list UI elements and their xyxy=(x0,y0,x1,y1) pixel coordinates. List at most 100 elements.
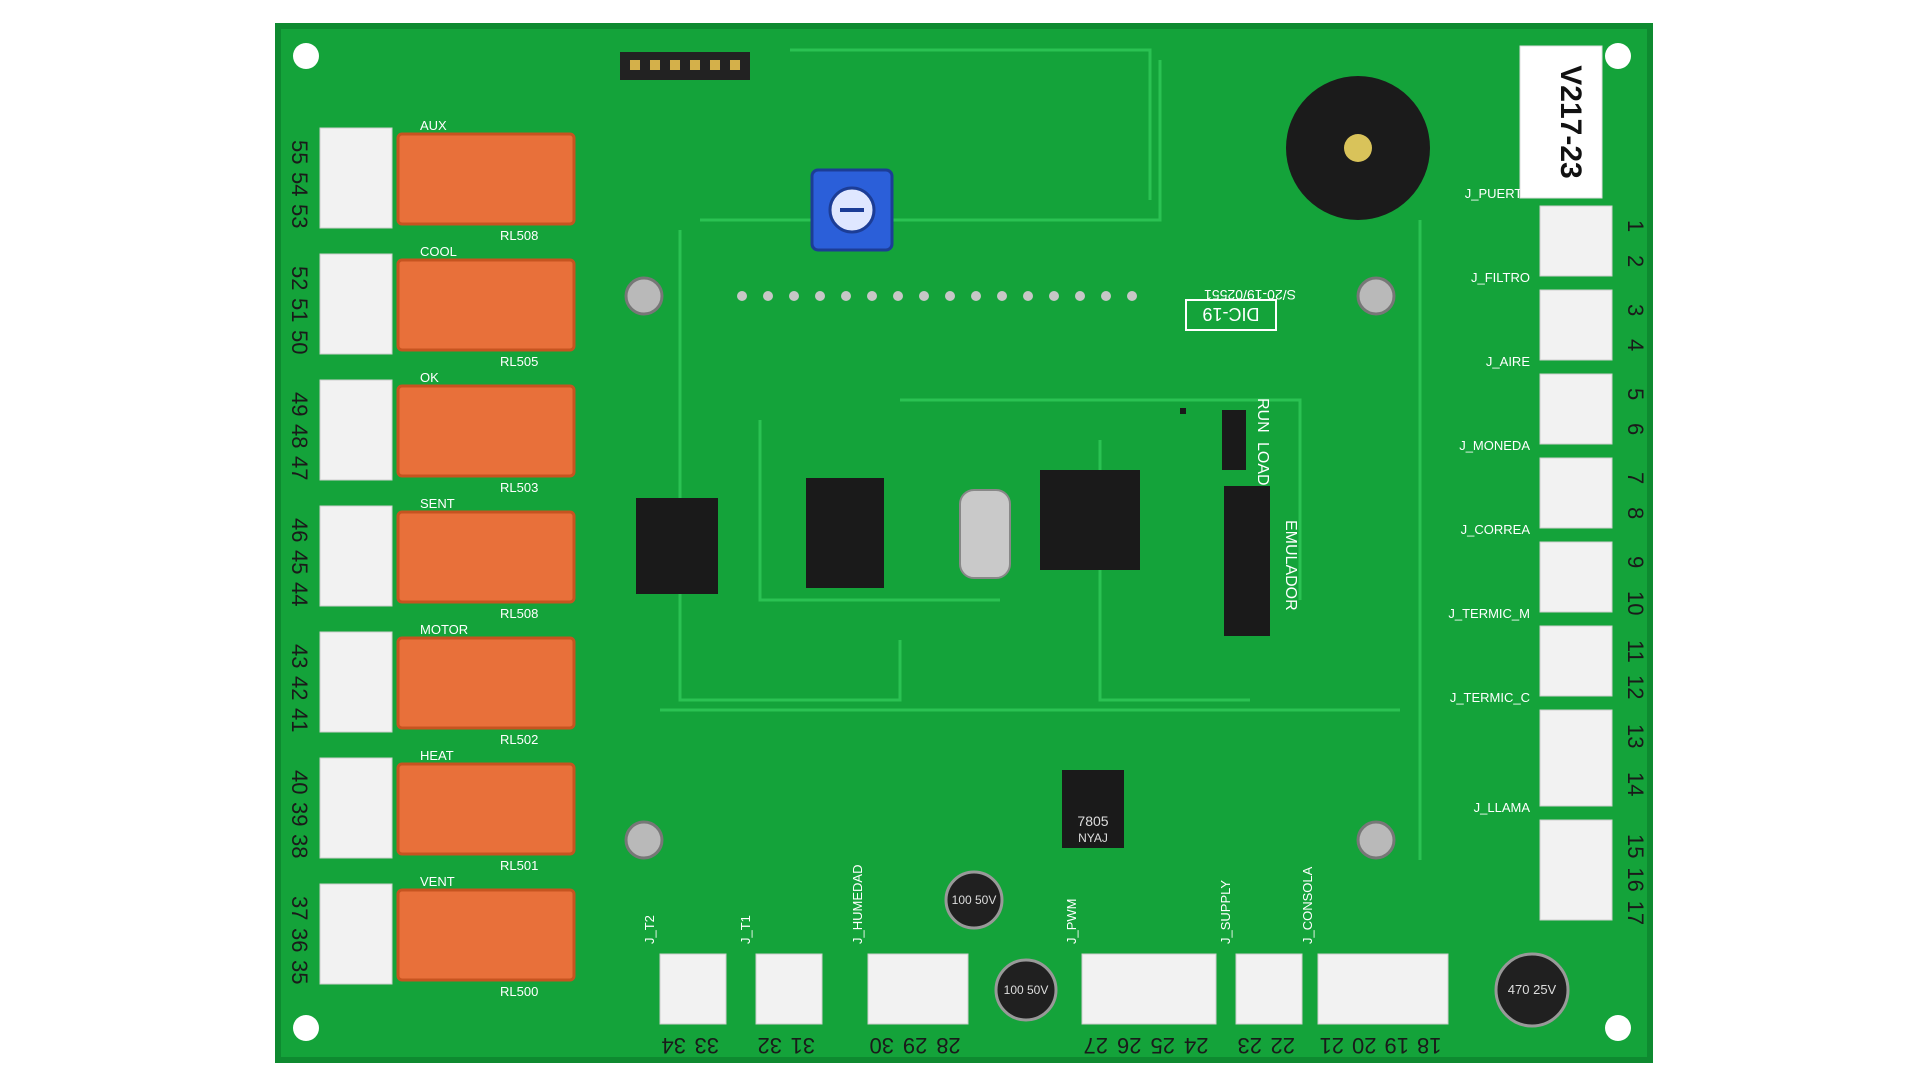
relay-terminal-block xyxy=(319,757,393,859)
microcontroller xyxy=(1040,470,1140,570)
relay-name: OK xyxy=(420,370,439,385)
pin-number: 15 xyxy=(1623,834,1648,858)
pin-number: 52 xyxy=(287,266,312,290)
pin-number: 10 xyxy=(1623,591,1648,615)
pin-number: 38 xyxy=(287,834,312,858)
connector xyxy=(1539,205,1613,277)
connector-name: J_PUERTA xyxy=(1465,186,1531,201)
standoff xyxy=(1356,276,1396,316)
pin-number: 29 xyxy=(903,1033,927,1058)
mount-hole xyxy=(1605,43,1631,69)
run-label: RUN xyxy=(1254,398,1271,433)
cap-label: 100 50V xyxy=(952,893,997,907)
pin-number: 7 xyxy=(1623,472,1648,484)
connector xyxy=(659,953,727,1025)
mount-hole xyxy=(293,43,319,69)
crystal-oscillator xyxy=(959,489,1011,579)
ic-chip xyxy=(806,478,884,588)
via-row xyxy=(737,291,1137,301)
pin-number: 22 xyxy=(1271,1033,1295,1058)
pin-number: 14 xyxy=(1623,772,1648,796)
pin-number: 36 xyxy=(287,928,312,952)
pin-number: 46 xyxy=(287,518,312,542)
pin-number: 55 xyxy=(287,140,312,164)
run-load-jumper xyxy=(1222,410,1246,470)
connector xyxy=(755,953,823,1025)
pin-number: 40 xyxy=(287,770,312,794)
pin-number: 48 xyxy=(287,424,312,448)
pin-number: 27 xyxy=(1084,1033,1108,1058)
pin-number: 32 xyxy=(758,1033,782,1058)
relay-terminal-block xyxy=(319,631,393,733)
sticker-text: V217-23 xyxy=(1554,65,1587,178)
relay-terminal-block xyxy=(319,505,393,607)
pin-number: 51 xyxy=(287,298,312,322)
pin-number: 16 xyxy=(1623,867,1648,891)
relay-id: RL505 xyxy=(500,354,538,369)
connector-name: J_CORREA xyxy=(1461,522,1531,537)
cap-label-large: 470 25V xyxy=(1508,982,1557,997)
pin-number: 3 xyxy=(1623,304,1648,316)
pin-number: 17 xyxy=(1623,901,1648,925)
pin-number: 11 xyxy=(1623,640,1648,663)
pin-number: 42 xyxy=(287,676,312,700)
pin-number: 13 xyxy=(1623,724,1648,748)
pin-number: 2 xyxy=(1623,255,1648,267)
relay-name: COOL xyxy=(420,244,457,259)
relay-id: RL508 xyxy=(500,228,538,243)
pin-number: 26 xyxy=(1117,1033,1141,1058)
relay xyxy=(396,636,576,730)
pin-number: 30 xyxy=(870,1033,894,1058)
relay-terminal-block xyxy=(319,127,393,229)
relay-id: RL503 xyxy=(500,480,538,495)
connector-name: J_T1 xyxy=(738,915,753,944)
relay-terminal-block xyxy=(319,379,393,481)
connector-name: J_LLAMA xyxy=(1474,800,1531,815)
pin-number: 34 xyxy=(662,1033,686,1058)
standoff xyxy=(624,820,664,860)
connector-name: J_TERMIC_C xyxy=(1450,690,1530,705)
connector-name: J_PWM xyxy=(1064,899,1079,945)
relay-name: AUX xyxy=(420,118,447,133)
pin-number: 8 xyxy=(1623,507,1648,519)
connector xyxy=(1539,625,1613,697)
relay-id: RL508 xyxy=(500,606,538,621)
standoff xyxy=(1356,820,1396,860)
pin-number: 43 xyxy=(287,644,312,668)
relay-terminal-block xyxy=(319,253,393,355)
electrolytic-capacitor-large xyxy=(1494,952,1570,1028)
relay xyxy=(396,510,576,604)
pin-number: 4 xyxy=(1623,339,1648,351)
pin-number: 50 xyxy=(287,330,312,354)
relay-name: SENT xyxy=(420,496,455,511)
emulator-label: EMULADOR xyxy=(1282,520,1299,611)
relay-name: MOTOR xyxy=(420,622,468,637)
connector xyxy=(1539,541,1613,613)
connector-name: J_T2 xyxy=(642,915,657,944)
connector-name: J_CONSOLA xyxy=(1300,866,1315,944)
right-connector-group: J_PUERTA12J_FILTRO34J_AIRE56J_MONEDA78J_… xyxy=(1448,186,1648,925)
pin-number: 28 xyxy=(936,1033,960,1058)
model-label: DIC-19 xyxy=(1202,304,1259,324)
relay-name: VENT xyxy=(420,874,455,889)
pin-number: 49 xyxy=(287,392,312,416)
pin-number: 18 xyxy=(1417,1033,1441,1058)
connector xyxy=(1539,457,1613,529)
mount-hole xyxy=(1605,1015,1631,1041)
pin-number: 6 xyxy=(1623,423,1648,435)
label-sticker xyxy=(1519,45,1603,199)
connector xyxy=(1235,953,1303,1025)
pin-number: 53 xyxy=(287,204,312,228)
pin-number: 19 xyxy=(1385,1033,1409,1058)
connector xyxy=(1317,953,1449,1025)
relay xyxy=(396,384,576,478)
connector xyxy=(1539,709,1613,807)
connector xyxy=(1539,819,1613,921)
header-pins xyxy=(630,60,740,70)
connector-name: J_TERMIC_M xyxy=(1448,606,1530,621)
relay-id: RL502 xyxy=(500,732,538,747)
mount-hole xyxy=(293,1015,319,1041)
pcb-edge xyxy=(275,23,1653,1063)
